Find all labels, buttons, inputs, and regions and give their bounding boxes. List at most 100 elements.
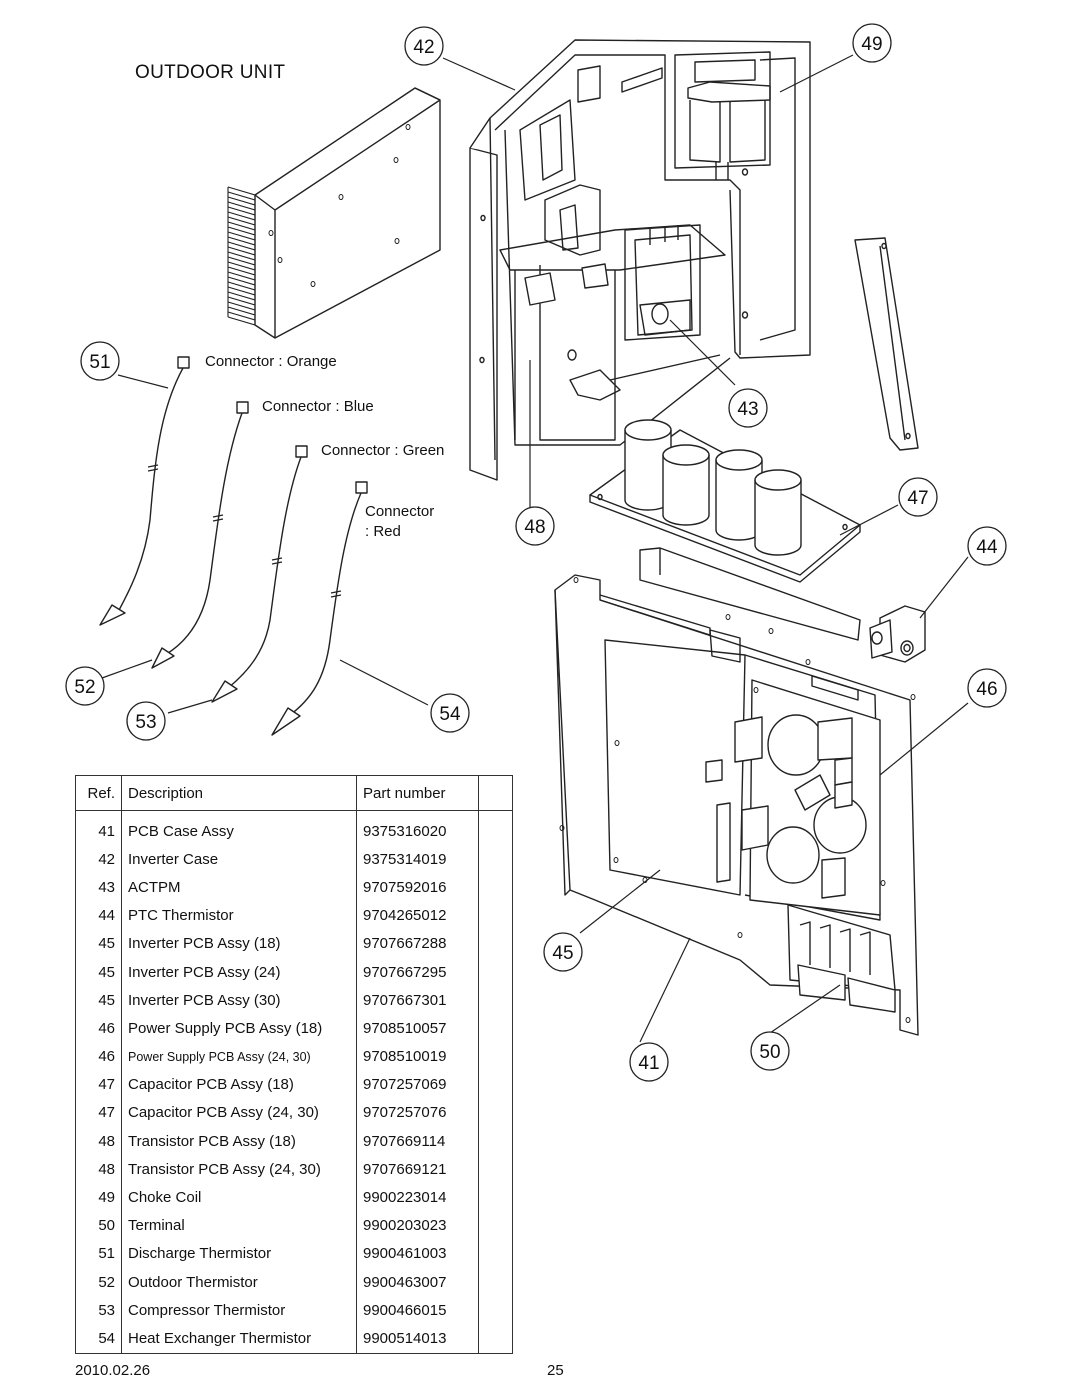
balloon-52: 52 [74, 677, 95, 698]
cell-extra [478, 957, 513, 987]
cell-ref: 54 [75, 1324, 122, 1354]
cell-description: Choke Coil [121, 1183, 357, 1212]
inverter-case-drawing [469, 39, 811, 481]
cell-extra [478, 929, 513, 958]
cell-part-number: 9707667295 [356, 957, 479, 987]
cell-description: Inverter PCB Assy (18) [121, 929, 357, 958]
cell-ref: 46 [75, 1042, 122, 1071]
callout-balloons [65, 23, 1007, 1082]
cell-ref: 41 [75, 810, 122, 846]
page-title: OUTDOOR UNIT [135, 62, 286, 83]
balloon-46: 46 [976, 679, 997, 700]
cell-ref: 42 [75, 845, 122, 874]
cell-part-number: 9707667301 [356, 986, 479, 1015]
page-number: 25 [547, 1362, 564, 1379]
cell-extra [478, 810, 513, 846]
cell-part-number: 9900463007 [356, 1268, 479, 1297]
cell-extra [478, 1296, 513, 1325]
connector-label-red-line2: : Red [365, 523, 401, 540]
cell-part-number: 9375316020 [356, 810, 479, 846]
cell-part-number: 9707669114 [356, 1127, 479, 1156]
cell-description: Heat Exchanger Thermistor [121, 1324, 357, 1354]
choke-coil-drawing [674, 51, 771, 180]
pcb-case-drawing [554, 547, 919, 1036]
cell-description: PTC Thermistor [121, 901, 357, 930]
cell-ref: 45 [75, 957, 122, 987]
cell-ref: 46 [75, 1014, 122, 1043]
balloon-47: 47 [907, 488, 928, 509]
leader-lines [101, 54, 969, 1043]
balloon-54: 54 [439, 704, 461, 725]
cell-extra [478, 1127, 513, 1156]
cell-extra [478, 845, 513, 874]
cell-extra [478, 1268, 513, 1297]
ptc-thermistor-drawing [869, 605, 926, 663]
footer-date: 2010.02.26 [75, 1362, 151, 1379]
cell-description: Inverter Case [121, 845, 357, 874]
cell-extra [478, 873, 513, 902]
cell-part-number: 9900514013 [356, 1324, 479, 1354]
cell-ref: 47 [75, 1070, 122, 1099]
cell-ref: 45 [75, 929, 122, 958]
cell-ref: 44 [75, 901, 122, 930]
cell-ref: 52 [75, 1268, 122, 1297]
header-part-number: Part number [356, 775, 479, 811]
connector-label-green: Connector : Green [321, 442, 445, 459]
cell-description: Compressor Thermistor [121, 1296, 357, 1325]
cell-part-number: 9708510057 [356, 1014, 479, 1043]
cell-description: Transistor PCB Assy (24, 30) [121, 1155, 357, 1184]
balloon-43: 43 [737, 399, 758, 420]
cell-ref: 48 [75, 1127, 122, 1156]
capacitor-pcb-drawing [589, 419, 861, 583]
balloon-49: 49 [861, 34, 882, 55]
cell-part-number: 9707667288 [356, 929, 479, 958]
cell-description: Transistor PCB Assy (18) [121, 1127, 357, 1156]
cell-ref: 51 [75, 1239, 122, 1268]
cell-part-number: 9707592016 [356, 873, 479, 902]
cell-description: Discharge Thermistor [121, 1239, 357, 1268]
table-header-row: Ref. Description Part number [75, 775, 513, 811]
header-description: Description [121, 775, 357, 811]
cell-description: Capacitor PCB Assy (24, 30) [121, 1098, 357, 1128]
cell-part-number: 9704265012 [356, 901, 479, 930]
cell-extra [478, 1070, 513, 1099]
cell-description: Outdoor Thermistor [121, 1268, 357, 1297]
balloon-45: 45 [552, 943, 573, 964]
cell-description: Power Supply PCB Assy (18) [121, 1014, 357, 1043]
cell-extra [478, 1324, 513, 1354]
exploded-parts-diagram: 42 49 51 43 48 47 44 46 52 53 54 45 41 5… [65, 23, 1007, 1082]
cell-extra [478, 986, 513, 1015]
cell-extra [478, 1155, 513, 1184]
cell-part-number: 9900203023 [356, 1211, 479, 1240]
bracket-bar-drawing [854, 237, 919, 451]
cell-ref: 53 [75, 1296, 122, 1325]
connector-label-orange: Connector : Orange [205, 353, 337, 370]
cell-part-number: 9708510019 [356, 1042, 479, 1071]
cell-ref: 48 [75, 1155, 122, 1184]
cell-part-number: 9707669121 [356, 1155, 479, 1184]
balloon-53: 53 [135, 712, 156, 733]
cell-part-number: 9900466015 [356, 1296, 479, 1325]
cell-description: ACTPM [121, 873, 357, 902]
cell-description: Terminal [121, 1211, 357, 1240]
balloon-51: 51 [89, 352, 110, 373]
cell-description: Capacitor PCB Assy (18) [121, 1070, 357, 1099]
thermistor-cables-drawing [99, 356, 368, 736]
connector-label-blue: Connector : Blue [262, 398, 374, 415]
cell-extra [478, 1239, 513, 1268]
cell-part-number: 9707257076 [356, 1098, 479, 1128]
cell-ref: 50 [75, 1211, 122, 1240]
